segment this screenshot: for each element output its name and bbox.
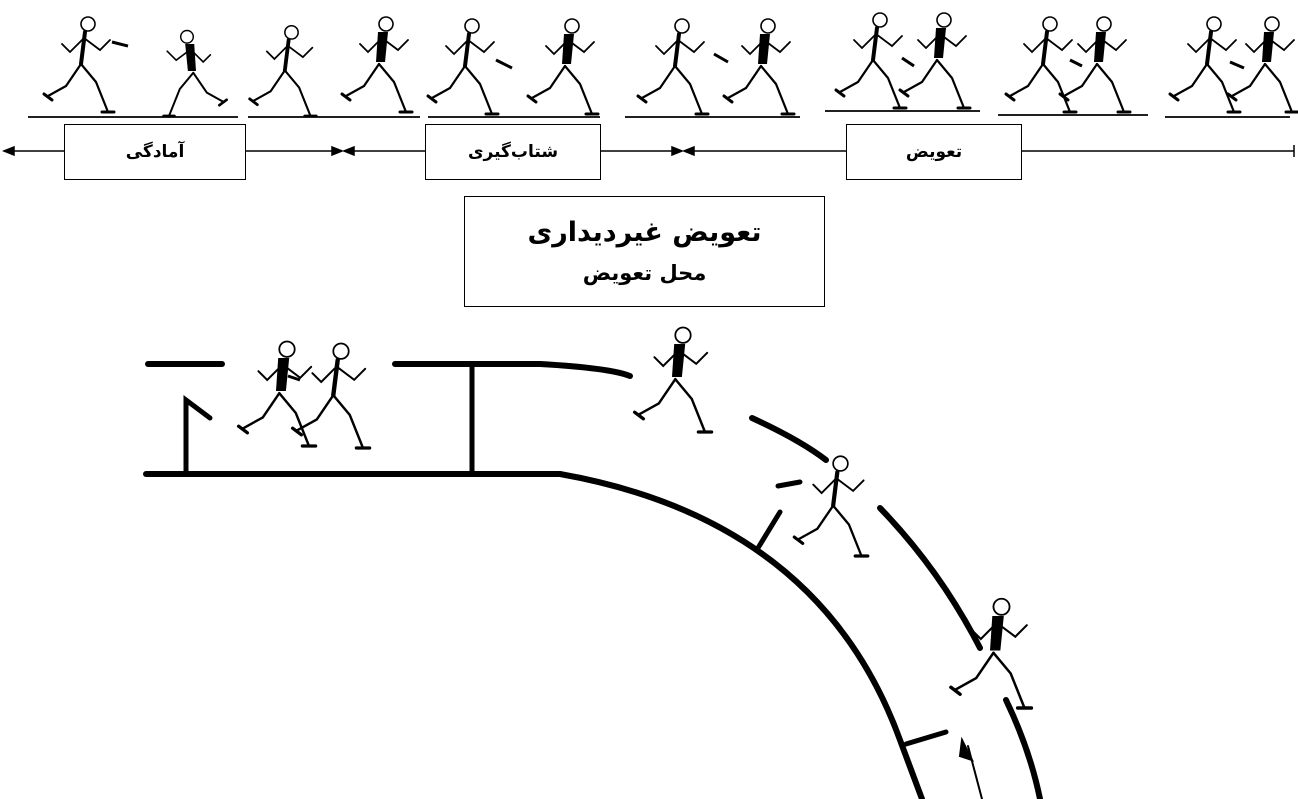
baton [1229,60,1245,70]
outer-curve [537,361,633,379]
runner-figure [426,17,500,116]
diagram-subtitle: محل تعویض [582,260,707,285]
runner-figure [898,11,972,110]
ground-lines [28,110,1290,118]
arrow-left-icon [1,145,15,157]
zone-mark [755,509,783,551]
baton [1069,58,1083,68]
phase-preparation-label: آمادگی [125,142,185,162]
runner-figure [636,17,710,116]
runner-figure [722,17,796,116]
runner-figure [340,15,414,114]
runner-figure [794,456,868,556]
arrow-left-icon [681,145,695,157]
direction-arrow-icon [183,395,213,477]
title-box: تعویض غیردیداری محل تعویض [464,196,825,307]
runner-figure [1058,15,1132,114]
relay-track [143,361,1043,799]
runner-figure [162,29,228,118]
phase-exchange-label: تعویض [905,142,963,162]
phase-arrows [1,145,1295,157]
track-runners [236,325,1034,710]
runner-figure [526,17,600,116]
runner-sequence [42,11,1298,118]
runner-figure [834,11,908,110]
phase-acceleration-label: شتاب‌گیری [467,142,559,162]
runner-figure [247,23,319,118]
diagram-title: تعویض غیردیداری [527,216,762,248]
baton [901,56,915,68]
direction-arrow-icon [967,745,983,799]
inner-curve [557,471,925,799]
baton [495,58,513,70]
baton [713,52,729,64]
outer-curve [749,415,829,463]
runner-figure [1168,15,1242,114]
direction-arrows [183,395,983,799]
runner-figure [236,339,318,448]
runner-figure [632,325,714,434]
baton [287,374,301,382]
phase-preparation-box: آمادگی [64,124,246,180]
phase-acceleration-box: شتاب‌گیری [425,124,601,180]
phase-exchange-box: تعویض [846,124,1022,180]
direction-arrow-icon [775,479,803,489]
arrow-left-icon [341,145,355,157]
zone-mark [903,729,949,747]
outer-curve [1003,697,1043,799]
baton [111,40,129,48]
arrow-right-icon [331,145,345,157]
runner-figure [42,15,116,114]
outer-curve [877,505,983,651]
arrow-right-icon [671,145,685,157]
